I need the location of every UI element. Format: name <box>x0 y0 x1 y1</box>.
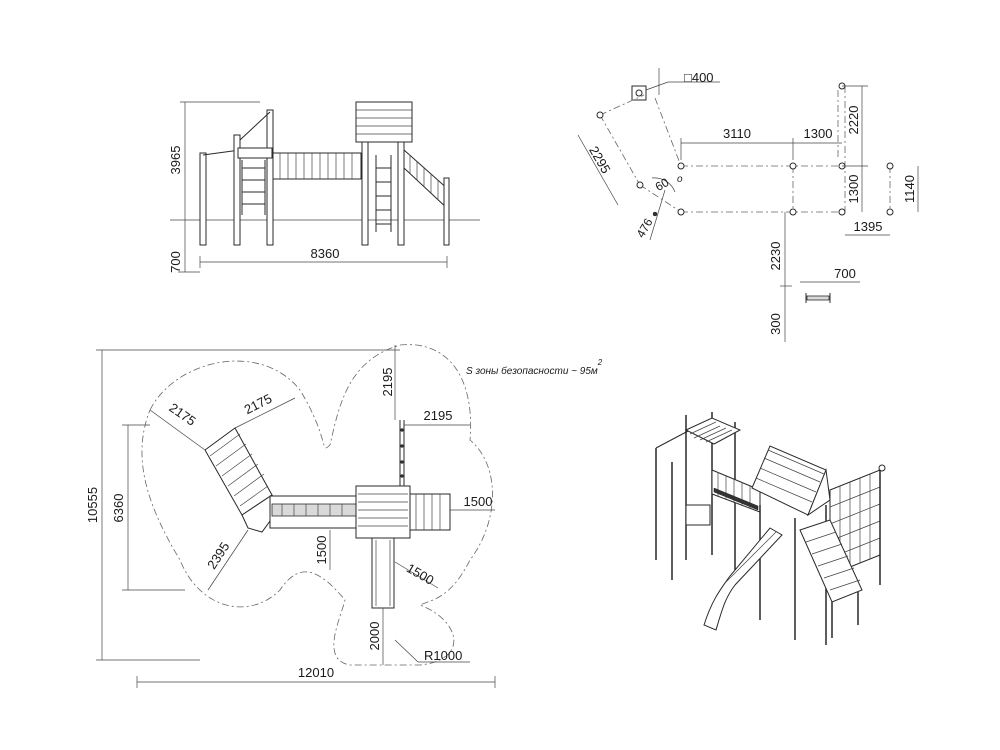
post-size-label: □400 <box>684 70 714 85</box>
dim-depth-label: 700 <box>168 251 183 273</box>
roof-tower-side <box>355 101 413 143</box>
dim-right-top-label: 2220 <box>846 106 861 135</box>
safety-zone-outline <box>141 344 493 666</box>
dim-right-label: 2195 <box>424 408 453 423</box>
plan-side-platform <box>409 493 451 531</box>
plan-slide <box>371 537 395 609</box>
dim-right-mid-label: 1300 <box>846 175 861 204</box>
dim-bottom-label: 2000 <box>367 622 382 651</box>
dim-diag-b-label: 476 <box>633 216 655 241</box>
dim-right-far-label: 1140 <box>902 175 917 203</box>
dim-side-label: 1500 <box>464 494 493 509</box>
footing-detail <box>805 293 831 303</box>
dim-diag-a-label: 2295 <box>586 143 613 176</box>
safety-note: S зоны безопасности ~ 95м2 <box>466 358 603 377</box>
dim-inner-h-label: 6360 <box>111 494 126 523</box>
iso-stairs <box>799 519 863 638</box>
stairs-side <box>403 149 450 246</box>
dim-radius-label: R1000 <box>424 648 462 663</box>
iso-slide <box>703 527 783 631</box>
footing-plan: □400 2295 476 60 o 31 <box>577 68 919 342</box>
dim-total-h-label: 10555 <box>85 487 100 523</box>
side-view: 3965 700 8360 <box>168 101 480 273</box>
safety-plan: S зоны безопасности ~ 95м2 <box>85 344 603 688</box>
dim-span-b-label: 1300 <box>804 126 833 141</box>
ladder-tower-1 <box>241 160 266 215</box>
dim-length-label: 8360 <box>311 246 340 261</box>
bridge-side <box>272 152 362 180</box>
dim-mid-label: 1500 <box>314 536 329 565</box>
iso-tower-1 <box>684 412 742 570</box>
iso-roof <box>751 445 831 645</box>
ladder-tower-2 <box>375 155 392 232</box>
dim-diag-label: 1500 <box>404 560 437 587</box>
dim-foot-label: 300 <box>768 313 783 335</box>
dim-corner-label: 2395 <box>204 539 232 571</box>
dim-a1-label: 2175 <box>166 400 198 429</box>
degree-mark: o <box>677 174 683 185</box>
dim-a2-label: 2175 <box>242 391 275 417</box>
dim-height-label: 3965 <box>168 146 183 175</box>
plan-roof <box>355 485 411 539</box>
iso-bridge <box>711 469 761 513</box>
dim-small-label: 700 <box>834 266 856 281</box>
isometric-view <box>655 412 886 645</box>
plan-bridge <box>269 495 361 529</box>
dim-top-label: 2195 <box>380 368 395 397</box>
dim-angle-label: 60 <box>653 175 672 194</box>
dim-total-w-label: 12010 <box>298 665 334 680</box>
dim-down-label: 2230 <box>768 242 783 271</box>
dim-span-a-label: 3110 <box>723 126 751 141</box>
dim-bottom-right-label: 1395 <box>854 219 883 234</box>
